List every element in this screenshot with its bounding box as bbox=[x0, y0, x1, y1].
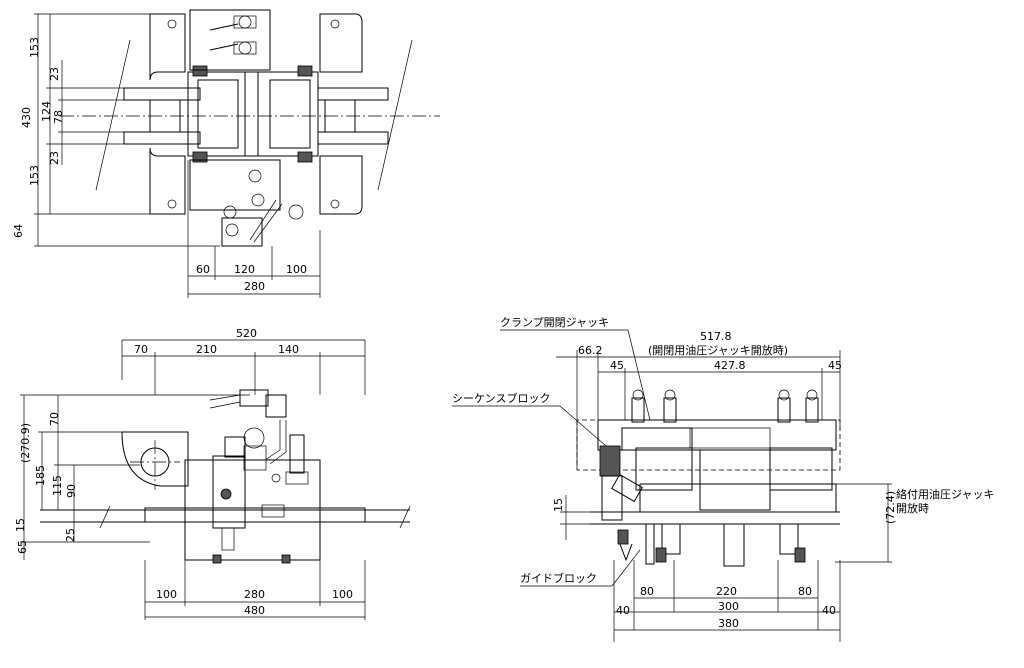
dim-23-bottom: 23 bbox=[48, 151, 61, 165]
dim-100-top: 100 bbox=[286, 263, 307, 276]
dim-115: 115 bbox=[51, 475, 64, 496]
dim-78: 78 bbox=[52, 110, 65, 124]
dim-517-8: 517.8 bbox=[700, 330, 732, 343]
dim-65: 65 bbox=[16, 540, 29, 554]
dim-40-left: 40 bbox=[616, 604, 630, 617]
dim-40-right: 40 bbox=[822, 604, 836, 617]
top-view: 153 430 23 124 78 23 153 64 bbox=[12, 9, 440, 298]
dim-280-front: 280 bbox=[244, 588, 265, 601]
label-tighten-jack-open: 開放時 bbox=[896, 501, 929, 515]
side-view: クランプ開閉ジャッキ シーケンスブロック ガイドブロック 絡付用油圧ジャッキ 開… bbox=[452, 316, 994, 642]
dim-185: 185 bbox=[34, 465, 47, 486]
dim-210: 210 bbox=[196, 343, 217, 356]
front-view: 520 70 210 140 (270.9) 185 70 115 90 65 … bbox=[14, 327, 411, 620]
dim-60: 60 bbox=[196, 263, 210, 276]
dim-430: 430 bbox=[20, 107, 33, 128]
dim-120: 120 bbox=[234, 263, 255, 276]
dim-427-8: 427.8 bbox=[714, 359, 746, 372]
label-tighten-jack: 絡付用油圧ジャッキ bbox=[896, 487, 994, 501]
dim-72-4: (72.4) bbox=[884, 491, 897, 524]
label-guide-block: ガイドブロック bbox=[520, 571, 597, 585]
dim-25: 25 bbox=[64, 528, 77, 542]
dim-220: 220 bbox=[716, 585, 737, 598]
dim-100-left-bottom: 100 bbox=[156, 588, 177, 601]
dim-380: 380 bbox=[718, 617, 739, 630]
dim-45-right: 45 bbox=[828, 359, 842, 372]
dim-270-9: (270.9) bbox=[19, 423, 32, 463]
dim-153-top: 153 bbox=[28, 37, 41, 58]
dim-100-right-bottom: 100 bbox=[332, 588, 353, 601]
dim-480: 480 bbox=[244, 604, 265, 617]
dim-15-side: 15 bbox=[552, 498, 565, 512]
dim-280-top: 280 bbox=[244, 280, 265, 293]
label-clamp-jack: クランプ開閉ジャッキ bbox=[500, 316, 609, 329]
dim-520: 520 bbox=[236, 327, 257, 340]
dim-23-top: 23 bbox=[48, 67, 61, 81]
dim-124: 124 bbox=[40, 101, 53, 122]
dim-70-top: 70 bbox=[134, 343, 148, 356]
dim-15: 15 bbox=[14, 518, 27, 532]
dim-64: 64 bbox=[12, 224, 25, 238]
dim-517-note: (開閉用油圧ジャッキ開放時) bbox=[648, 343, 788, 357]
dim-80-left: 80 bbox=[640, 585, 654, 598]
dim-66-2: 66.2 bbox=[578, 344, 603, 357]
dim-140: 140 bbox=[278, 343, 299, 356]
dim-80-right: 80 bbox=[798, 585, 812, 598]
dim-45-left: 45 bbox=[610, 359, 624, 372]
dim-70-left: 70 bbox=[48, 412, 61, 426]
dim-300: 300 bbox=[718, 600, 739, 613]
dim-153-bottom: 153 bbox=[28, 165, 41, 186]
label-sequence-block: シーケンスブロック bbox=[452, 391, 550, 405]
dim-90: 90 bbox=[65, 484, 78, 498]
